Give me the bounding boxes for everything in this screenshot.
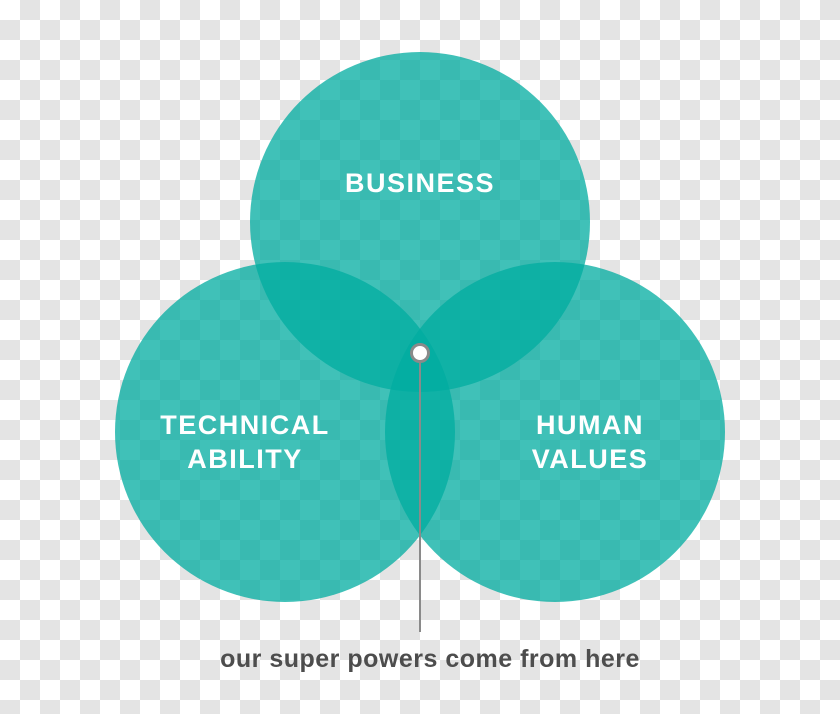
annotation-text: our super powers come from here	[220, 645, 640, 673]
label-human-line-1: HUMAN	[536, 410, 644, 440]
center-point-marker	[410, 343, 430, 363]
label-human-line-2: VALUES	[531, 444, 649, 474]
label-business-line: BUSINESS	[344, 168, 496, 198]
label-technical-line-1: TECHNICAL	[160, 410, 330, 440]
label-technical-ability: TECHNICAL ABILITY	[115, 408, 375, 476]
label-technical-line-2: ABILITY	[187, 444, 303, 474]
pointer-line	[419, 360, 421, 632]
label-human-values: HUMAN VALUES	[460, 408, 720, 476]
label-business: BUSINESS	[250, 166, 590, 200]
venn-circle-human-values	[385, 262, 725, 602]
